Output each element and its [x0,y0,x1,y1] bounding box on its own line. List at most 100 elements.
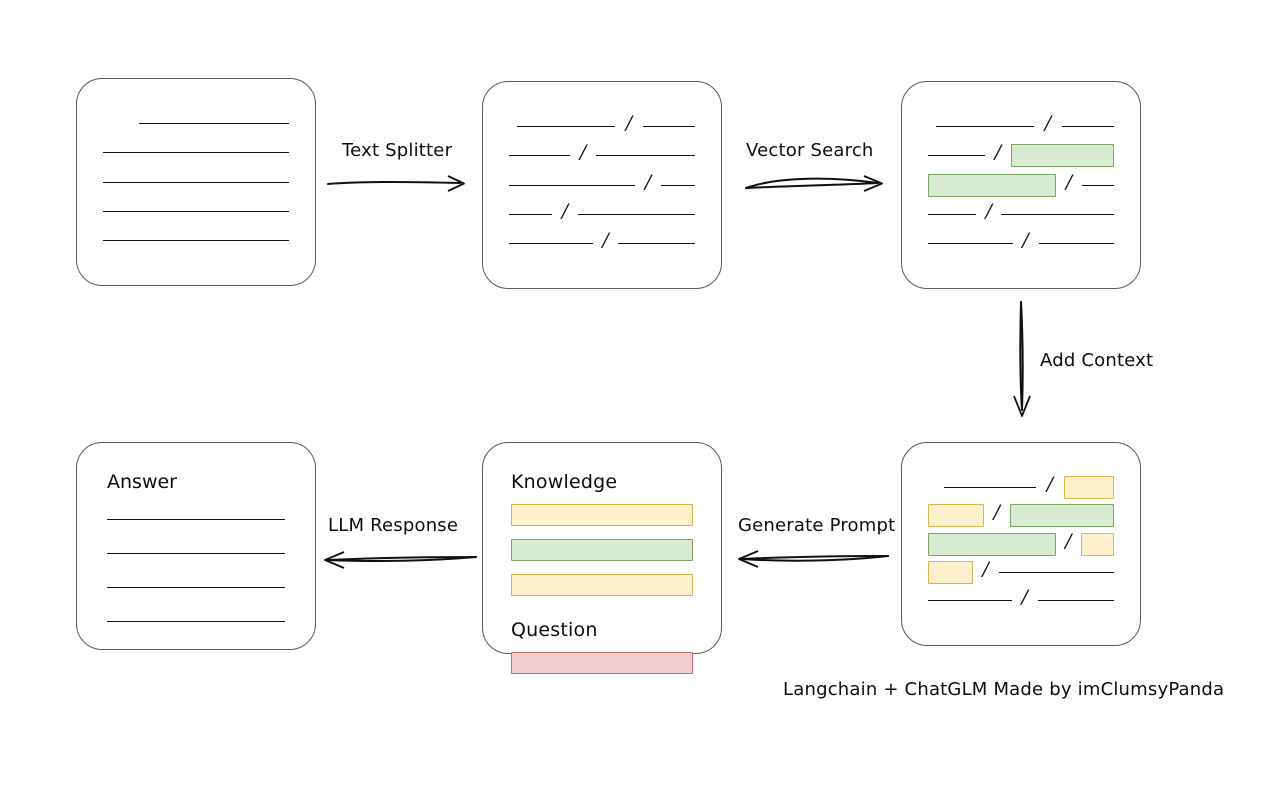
answer-text-line [107,519,285,520]
content-row: / [928,170,1114,199]
content-row: / [928,200,1114,229]
text-line-segment [936,126,1034,128]
content-row: / [928,501,1114,529]
source-document-box [76,78,316,286]
text-line-segment [103,210,289,212]
arrow-llm-response-glyph [324,551,477,569]
text-line-segment [1062,126,1114,128]
highlight-chip-green [1009,504,1114,528]
matched-chunks-lines: ///// [902,82,1140,288]
text-line-segment [660,184,696,186]
text-line-segment [1037,600,1115,602]
content-row [103,167,289,196]
slash-separator: / [602,228,609,251]
prompt-section-label: Knowledge [511,471,618,493]
arrow-text-splitter-glyph [327,175,465,192]
content-row: / [928,473,1114,501]
slash-separator: / [579,141,587,164]
text-line-segment [103,239,289,241]
arrow-text-splitter-label: Text Splitter [342,140,453,161]
arrow-vector-search-label: Vector Search [746,140,874,161]
text-line-segment [1001,213,1114,215]
content-row: / [509,170,696,199]
text-line-segment [618,242,695,244]
content-row [103,109,289,138]
text-line-segment [643,126,695,128]
content-row: / [928,141,1114,170]
section-spacer [511,609,693,619]
text-line-segment [928,155,986,157]
prompt-bar-green [511,539,693,561]
section-spacer [511,687,693,697]
text-line-segment [509,184,636,186]
text-line-segment [928,242,1013,244]
content-row [103,226,289,255]
answer-text-line [107,587,285,588]
answer-box: Answer [76,442,316,650]
highlight-chip-green [1010,144,1114,168]
arrow-add-context-glyph [1013,301,1031,417]
context-chunks-lines: / / / / / [902,443,1140,645]
arrow-generate-prompt-label: Generate Prompt [738,515,896,536]
content-row: / [509,112,695,141]
arrow-generate-prompt: Generate Prompt [736,515,896,575]
slash-separator: / [1044,112,1052,135]
slash-separator: / [993,501,1001,524]
content-row: / [928,530,1114,558]
slash-separator: / [985,199,992,222]
text-line-segment [509,242,593,244]
slash-separator: / [561,199,569,222]
prompt-section-label: Question [511,619,598,641]
split-chunks-lines: / / / / / [483,82,721,288]
split-chunks-box: / / / / / [482,81,722,289]
text-line-segment [103,181,289,183]
text-line-segment [998,571,1114,573]
slash-separator: / [994,141,1002,164]
highlight-chip-yellow [1081,532,1114,556]
answer-text-line [107,553,285,554]
text-line-segment [595,155,696,157]
slash-separator: / [625,112,633,135]
content-row: / [509,229,695,258]
text-line-segment [928,213,977,215]
arrow-llm-response: LLM Response [320,515,480,575]
arrow-vector-search-glyph [745,175,883,192]
slash-separator: / [1021,586,1028,609]
arrow-text-splitter: Text Splitter [326,140,474,200]
content-row: / [928,558,1114,586]
slash-separator: / [1065,529,1072,552]
credit-text: Langchain + ChatGLM Made by imClumsyPand… [783,679,1225,700]
highlight-chip-yellow [1064,475,1114,499]
matched-chunks-box: ///// [901,81,1141,289]
answer-text-line [107,621,285,622]
slash-separator: / [1046,472,1054,495]
arrow-llm-response-label: LLM Response [328,515,459,536]
text-line-segment [139,123,289,125]
answer-lines [107,519,285,622]
content-row: / [928,586,1115,615]
highlight-chip-green [928,173,1057,197]
text-line-segment [928,600,1012,602]
text-line-segment [103,152,289,154]
slash-separator: / [1022,228,1029,251]
text-line-segment [509,213,553,215]
prompt-bar-yellow [511,574,693,596]
highlight-chip-green [928,532,1056,556]
text-line-segment [944,486,1036,488]
prompt-bar-yellow [511,504,693,526]
text-line-segment [517,126,615,128]
slash-separator: / [982,557,989,580]
answer-content: Answer [77,443,315,649]
content-row [103,197,289,226]
arrow-add-context-label: Add Context [1040,350,1154,371]
arrow-generate-prompt-glyph [738,550,889,568]
text-line-segment [509,155,571,157]
arrow-vector-search: Vector Search [742,140,890,200]
slash-separator: / [644,170,652,193]
text-line-segment [1038,242,1115,244]
context-chunks-box: / / / / / [901,442,1141,646]
content-row: / [928,112,1114,141]
